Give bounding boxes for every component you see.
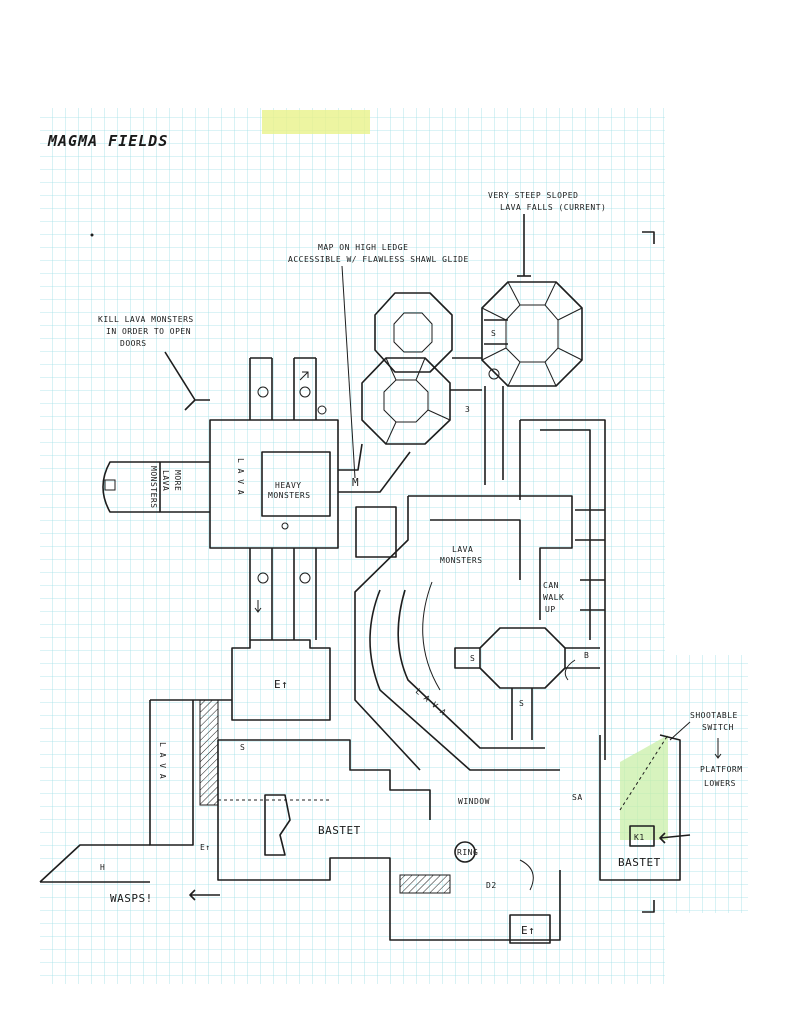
note-map-ledge-1: MAP ON HIGH LEDGE	[318, 243, 408, 252]
more-monsters-3: MONSTERS	[149, 466, 158, 509]
note-kill-3: DOORS	[120, 339, 147, 348]
stairs-label: S	[240, 743, 245, 752]
octagon-room-top-right	[481, 281, 583, 387]
graph-paper	[40, 108, 665, 984]
heavy-monsters-2: MONSTERS	[268, 491, 311, 500]
arrow	[564, 659, 576, 681]
pointer-line	[341, 265, 356, 479]
lava-monsters-hall: LAVA MONSTERS CAN WALK UP	[354, 495, 573, 771]
switch-marker	[488, 368, 500, 380]
east-corridor	[519, 419, 606, 760]
ink-dot	[90, 233, 94, 237]
east-junction: S S B	[454, 627, 600, 740]
note-kill-2: IN ORDER TO OPEN	[106, 327, 191, 336]
switch-marker	[257, 386, 269, 398]
note-lava-falls-2: LAVA FALLS (CURRENT)	[500, 203, 606, 212]
switch-marker	[317, 405, 327, 415]
pointer-line	[669, 721, 691, 741]
ledge-corridor	[338, 443, 411, 493]
lava-room: HEAVY MONSTERS L A V A	[209, 419, 339, 549]
corner-mark	[642, 900, 655, 913]
heavy-monsters-1: HEAVY	[275, 481, 302, 490]
wasp-area: H WASPS!	[39, 844, 220, 905]
can-walk-up-1: CAN	[543, 581, 559, 590]
bastet-complex: BASTET RING WINDOW D2 SA S	[217, 739, 583, 941]
note-map-ledge-2: ACCESSIBLE W/ FLAWLESS SHAWL GLIDE	[288, 255, 469, 264]
arrow-to-key	[659, 832, 691, 844]
switch-marker	[299, 572, 311, 584]
stairs-label: S	[470, 654, 475, 663]
platform-highlight	[620, 735, 668, 840]
b-label: B	[584, 651, 589, 660]
pointer-line	[164, 351, 210, 411]
stair-corridor	[484, 319, 508, 345]
door-number: 3	[465, 405, 470, 414]
shootable-switch-2: SWITCH	[702, 723, 734, 732]
more-monsters-2: LAVA	[161, 470, 170, 491]
arrow-down	[714, 738, 722, 759]
bastet-label-center: BASTET	[318, 824, 361, 837]
arrow	[519, 859, 534, 891]
elevator-label-mid: E↑	[274, 678, 288, 691]
arrow	[299, 371, 309, 381]
shootable-switch-1: SHOOTABLE	[690, 711, 738, 720]
more-monsters-1: MORE	[173, 470, 182, 491]
switch-marker	[257, 572, 269, 584]
map-marker: M	[352, 476, 359, 489]
platform-lowers-2: LOWERS	[704, 779, 736, 788]
tape-highlight	[262, 110, 370, 134]
arrow-left	[189, 889, 220, 901]
map-title: MAGMA FIELDS	[47, 132, 168, 150]
lava-label-west: L A V A	[158, 742, 167, 779]
east-steps	[575, 509, 605, 611]
key-label: K1	[634, 833, 645, 842]
note-kill-1: KILL LAVA MONSTERS	[98, 315, 194, 324]
note-lava-falls-1: VERY STEEP SLOPED	[488, 191, 578, 200]
window-label: WINDOW	[458, 797, 490, 806]
bastet-label-right: BASTET	[618, 856, 661, 869]
d2-label: D2	[486, 881, 497, 890]
south-chambers	[249, 548, 317, 640]
lava-channel-inner	[397, 589, 545, 749]
elevator-label-west: E↑	[200, 843, 211, 852]
current-arrow	[422, 581, 441, 691]
stairs-label: S	[519, 699, 524, 708]
chamber-nw	[249, 357, 273, 420]
corner-mark	[642, 231, 655, 244]
lava-channel-outer	[369, 589, 560, 771]
stairs-label: S	[491, 329, 496, 338]
platform-lowers-1: PLATFORM	[700, 765, 743, 774]
lava-monsters-1: LAVA	[452, 545, 473, 554]
octagon-room-lower-left	[361, 357, 451, 445]
can-walk-up-2: WALK	[543, 593, 564, 602]
bridge-corridor	[450, 357, 482, 391]
west-annex: MORE LAVA MONSTERS	[102, 461, 210, 513]
ring-marker	[454, 841, 476, 863]
arrow	[254, 600, 262, 613]
switch-line	[619, 734, 669, 811]
elevator-label-bottom: E↑	[521, 924, 535, 937]
chamber-ne	[293, 357, 317, 420]
elevator-room-mid: E↑	[231, 639, 331, 721]
switch-marker	[299, 386, 311, 398]
ring-label: RING	[457, 848, 478, 857]
h-label: H	[100, 863, 105, 872]
elevator-room-bottom: E↑	[509, 914, 551, 944]
wasps-note: WASPS!	[110, 892, 153, 905]
octagon-room-upper-left	[374, 292, 453, 373]
can-walk-up-3: UP	[545, 605, 556, 614]
sa-label: SA	[572, 793, 583, 802]
bastet-platform-room: K1 BASTET	[599, 734, 691, 881]
lava-vertical-label: L A V A	[236, 458, 245, 495]
north-corridor	[484, 386, 504, 485]
lava-monsters-2: MONSTERS	[440, 556, 483, 565]
